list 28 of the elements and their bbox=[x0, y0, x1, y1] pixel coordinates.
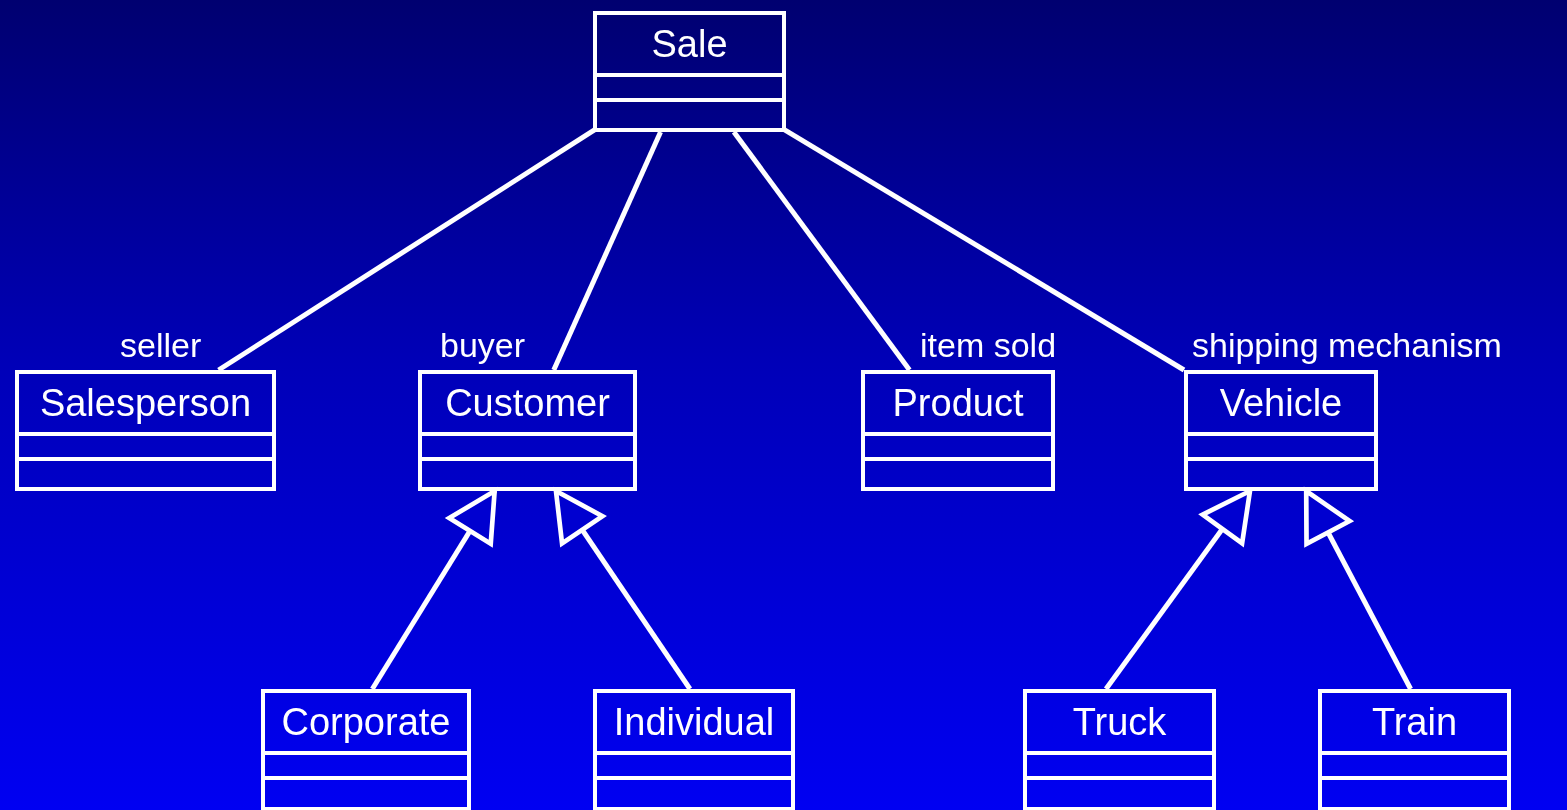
uml-class-box bbox=[261, 689, 471, 810]
uml-class-box bbox=[593, 689, 795, 810]
class-name: Product bbox=[892, 384, 1024, 422]
uml-class-box bbox=[1184, 370, 1378, 491]
class-name: Customer bbox=[445, 384, 610, 422]
uml-class-box bbox=[1023, 689, 1216, 810]
class-name: Vehicle bbox=[1219, 384, 1343, 422]
role-label: item sold bbox=[920, 328, 1057, 362]
generalization-arrow bbox=[370, 488, 497, 691]
uml-class-box bbox=[15, 370, 276, 491]
role-label: buyer bbox=[440, 328, 526, 362]
class-name: Sale bbox=[651, 25, 728, 63]
class-name: Truck bbox=[1072, 703, 1167, 741]
role-label: seller bbox=[120, 328, 202, 362]
uml-class-box bbox=[861, 370, 1055, 491]
uml-class-box bbox=[1318, 689, 1511, 810]
uml-class-box bbox=[593, 11, 786, 132]
association-line bbox=[551, 130, 663, 372]
generalization-arrow bbox=[1103, 488, 1253, 691]
role-label: shipping mechanism bbox=[1192, 328, 1502, 362]
class-name: Salesperson bbox=[39, 384, 252, 422]
generalization-arrow bbox=[1303, 488, 1413, 691]
association-line bbox=[731, 130, 912, 372]
generalization-arrow bbox=[553, 488, 693, 691]
class-name: Train bbox=[1371, 703, 1458, 741]
uml-class-box bbox=[418, 370, 637, 491]
class-name: Corporate bbox=[281, 703, 451, 741]
class-name: Individual bbox=[613, 703, 775, 741]
